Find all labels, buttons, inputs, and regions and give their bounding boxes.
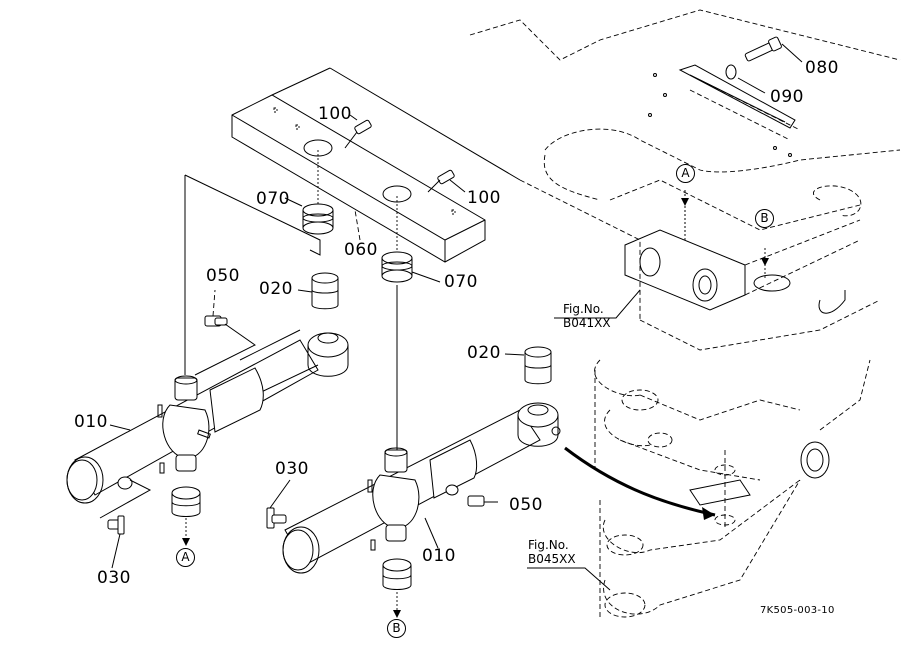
figure-ref-number: B045XX	[528, 552, 576, 566]
bushing-lower-left	[171, 486, 201, 517]
washer-090	[725, 64, 766, 94]
part-label-030: 030	[97, 568, 131, 588]
part-label-060: 060	[344, 240, 378, 260]
grease-nipple-100-right	[427, 169, 466, 193]
callout-a: A	[176, 548, 195, 567]
part-label-010: 010	[74, 412, 108, 432]
bolt-080	[744, 36, 803, 63]
figure-reference-lower[interactable]: Fig.No. B045XX	[528, 538, 576, 566]
part-label-050: 050	[509, 495, 543, 515]
curved-arrow-icon	[564, 446, 716, 517]
part-label-050: 050	[206, 266, 240, 286]
fitting-050-right	[467, 495, 498, 507]
part-label-080: 080	[805, 58, 839, 78]
bushing-020-left	[311, 272, 339, 310]
figure-ref-number: B041XX	[563, 316, 611, 330]
part-label-030: 030	[275, 459, 309, 479]
part-label-100: 100	[318, 104, 352, 124]
fitting-030-right	[266, 479, 291, 529]
part-label-070: 070	[256, 189, 290, 209]
part-label-100: 100	[467, 188, 501, 208]
part-label-010: 010	[422, 546, 456, 566]
bushing-lower-right	[382, 558, 412, 590]
cylinder-010-left	[66, 329, 349, 504]
cylinder-010-right	[282, 402, 561, 574]
fitting-050-left	[194, 289, 256, 376]
part-label-020: 020	[259, 279, 293, 299]
part-060-block	[231, 67, 521, 263]
callout-a: A	[676, 164, 695, 183]
part-label-020: 020	[467, 343, 501, 363]
grease-nipple-100-top	[344, 114, 372, 149]
figure-reference-upper[interactable]: Fig.No. B041XX	[563, 302, 611, 330]
curved-arrow-head	[702, 507, 715, 520]
fitting-030-left	[99, 479, 152, 569]
bushing-070-right	[381, 251, 413, 283]
bushing-070-left	[302, 203, 334, 235]
callout-b: B	[387, 619, 406, 638]
bushing-020-right	[524, 346, 552, 385]
callout-b: B	[755, 209, 774, 228]
machine-frame-outline	[469, 9, 901, 620]
figure-ref-caption: Fig.No.	[563, 302, 604, 316]
drawing-code: 7K505-003-10	[760, 605, 835, 616]
figure-ref-caption: Fig.No.	[528, 538, 569, 552]
part-label-090: 090	[770, 87, 804, 107]
part-label-070: 070	[444, 272, 478, 292]
